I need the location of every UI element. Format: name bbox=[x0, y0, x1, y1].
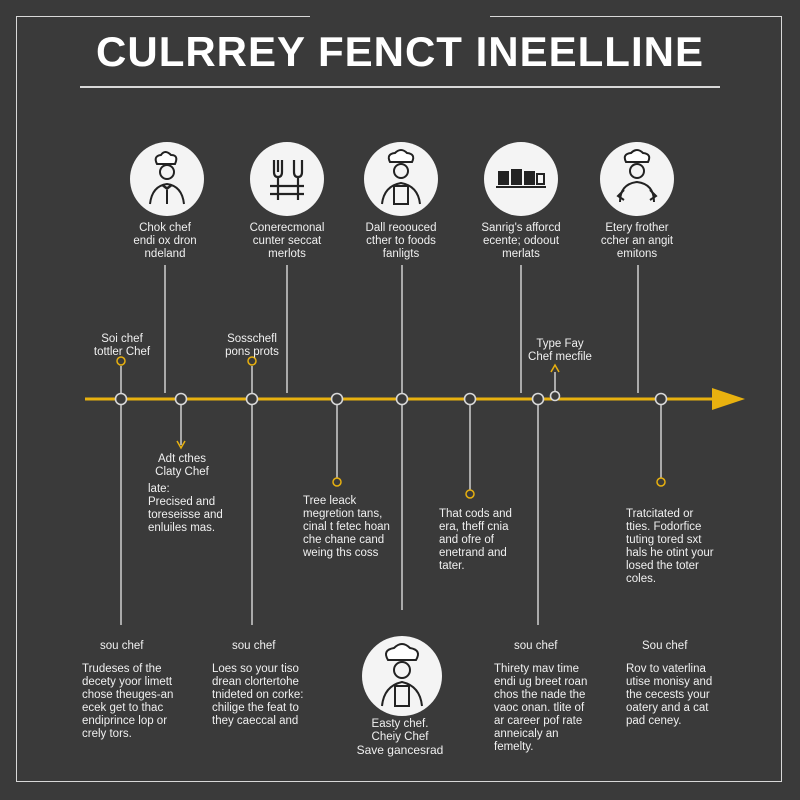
top-item-text: Sanrig's afforcd ecente; odoout merlats bbox=[481, 222, 561, 260]
bottom-role: sou chef bbox=[232, 640, 276, 652]
chef-arms-akimbo-icon bbox=[600, 142, 674, 216]
kitchen-jars-icon bbox=[484, 142, 558, 216]
timeline-node bbox=[330, 392, 344, 406]
bottom-role: sou chef bbox=[100, 640, 144, 652]
timeline-node bbox=[549, 390, 561, 402]
chef-woman-apron-icon bbox=[364, 142, 438, 216]
marker-dot bbox=[247, 356, 257, 366]
page-title: CULRREY FENCT INEELLINE bbox=[96, 28, 704, 75]
timeline-node bbox=[395, 392, 409, 406]
mid-label: Soi chef tottler Chef bbox=[93, 333, 151, 358]
timeline-arrowhead bbox=[712, 388, 745, 410]
fork-and-knife-icon bbox=[250, 142, 324, 216]
title-rule bbox=[80, 86, 720, 88]
below-label-text: Tree leack megretion tans, cinal t fetec… bbox=[303, 495, 390, 559]
mid-label: Type Fay Chef mecfile bbox=[528, 338, 592, 363]
marker-dot bbox=[656, 477, 666, 487]
timeline-node bbox=[245, 392, 259, 406]
bottom-item-text: Rov to vaterlina utise monisy and the ce… bbox=[626, 663, 713, 727]
mid-label: Sosschefl pons prots bbox=[225, 333, 279, 358]
below-label-title: Adt cthes Claty Chef bbox=[155, 453, 209, 478]
chef-with-hat-icon bbox=[362, 636, 442, 716]
chef-with-bowtie-icon bbox=[130, 142, 204, 216]
marker-dot bbox=[332, 477, 342, 487]
below-label-text: That cods and era, theff cnia and ofre o… bbox=[439, 508, 512, 572]
bottom-role: sou chef bbox=[514, 640, 558, 652]
center-bottom-name: Easty chef. Cheiy Chef bbox=[371, 718, 429, 743]
center-bottom-caption: Save gancesrad bbox=[356, 743, 444, 757]
top-item-text: Conerecmonal cunter seccat merlots bbox=[249, 222, 325, 260]
top-item-text: Etery frother ccher an angit emitons bbox=[600, 222, 674, 260]
bottom-item-text: Loes so your tiso drean clortertohe tnid… bbox=[212, 663, 304, 727]
timeline-node bbox=[463, 392, 477, 406]
top-item-text: Chok chef endi ox dron ndeland bbox=[133, 222, 197, 260]
timeline-node bbox=[531, 392, 545, 406]
bottom-role: Sou chef bbox=[642, 640, 688, 652]
marker-dot bbox=[116, 356, 126, 366]
timeline-node bbox=[654, 392, 668, 406]
timeline-node bbox=[174, 392, 188, 406]
bottom-item-text: Trudeses of the decety yoor limett chose… bbox=[82, 663, 174, 740]
timeline-node bbox=[114, 392, 128, 406]
frame-gap bbox=[310, 10, 490, 24]
below-label-text: Tratcitated or tties. Fodorfice tuting t… bbox=[626, 508, 714, 585]
marker-dot bbox=[465, 489, 475, 499]
below-label-text: late: Precised and toreseisse and enluil… bbox=[148, 483, 223, 534]
bottom-item-text: Thirety mav time endi ug breet roan chos… bbox=[494, 663, 588, 753]
top-item-text: Dall reoouced cther to foods fanligts bbox=[365, 222, 437, 260]
